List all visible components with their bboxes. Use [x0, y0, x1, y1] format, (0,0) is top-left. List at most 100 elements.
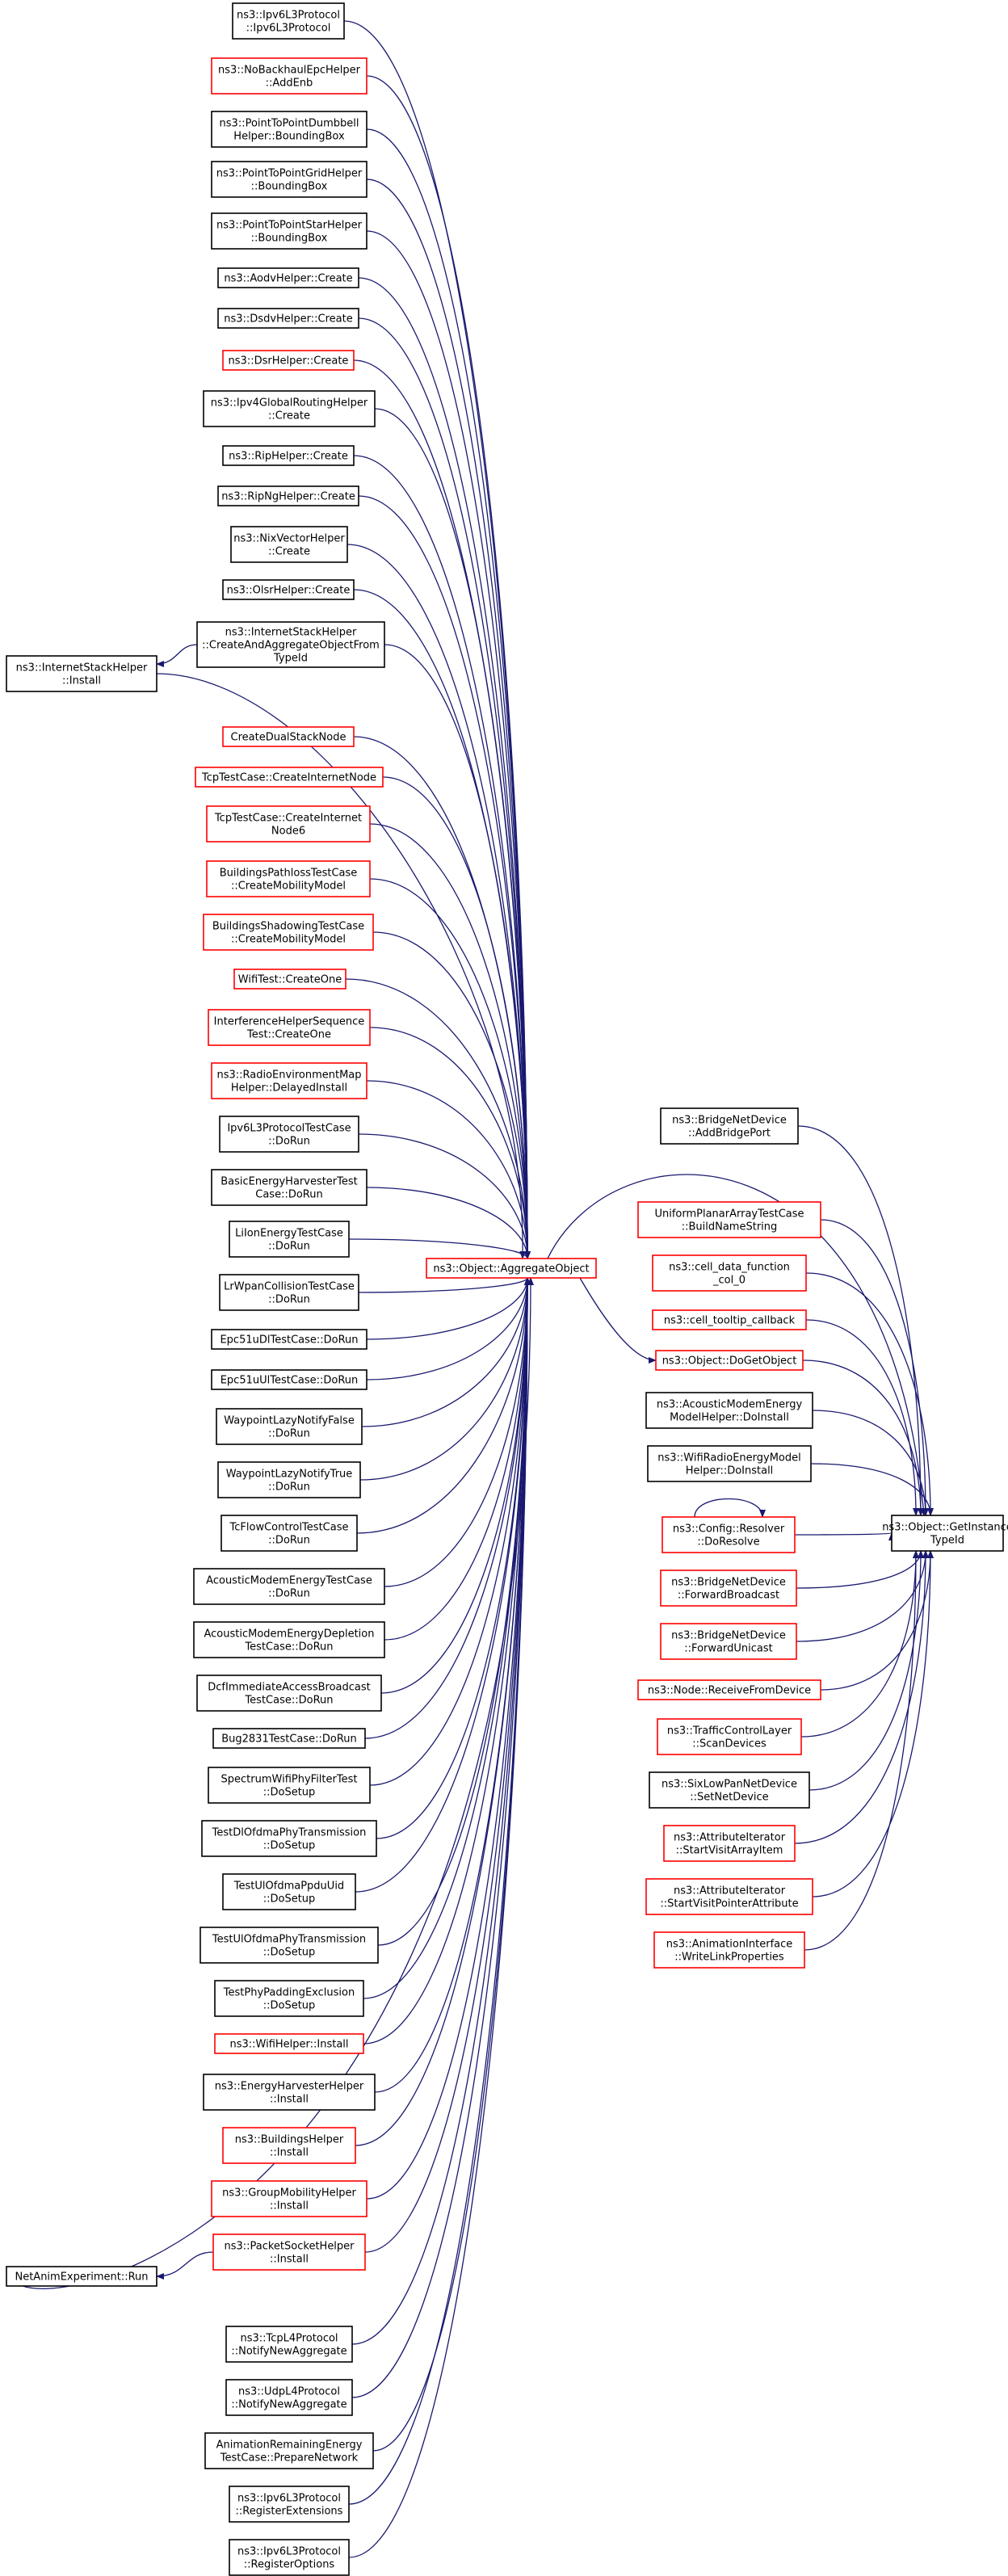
graph-node-n27[interactable]: Epc51uDlTestCase::DoRun	[211, 1329, 368, 1350]
graph-node-n5[interactable]: ns3::PointToPointStarHelper::BoundingBox	[211, 212, 368, 250]
graph-node-n13[interactable]: ns3::OlsrHelper::Create	[222, 579, 355, 600]
graph-node-n25[interactable]: LiIonEnergyTestCase::DoRun	[229, 1221, 350, 1258]
graph-node-n36[interactable]: SpectrumWifiPhyFilterTest::DoSetup	[208, 1767, 371, 1804]
edge-to-aggregate	[351, 1277, 531, 2398]
node-label: ::ScanDevices	[692, 1738, 766, 1750]
node-label: ns3::UdpL4Protocol	[238, 2386, 340, 2398]
node-label: TestCase::DoRun	[244, 1695, 333, 1707]
graph-node-n26[interactable]: LrWpanCollisionTestCase::DoRun	[219, 1274, 359, 1311]
graph-node-n2[interactable]: ns3::NoBackhaulEpcHelper::AddEnb	[211, 57, 368, 95]
graph-node-r7[interactable]: ns3::WifiRadioEnergyModelHelper::DoInsta…	[647, 1445, 812, 1482]
graph-node-n3[interactable]: ns3::PointToPointDumbbellHelper::Boundin…	[211, 111, 368, 148]
node-label: ::Create	[268, 546, 310, 558]
node-label: ns3::WifiHelper::Install	[229, 2039, 348, 2051]
graph-node-r10[interactable]: ns3::BridgeNetDevice::ForwardUnicast	[660, 1623, 797, 1660]
node-box	[203, 914, 374, 951]
graph-node-n39[interactable]: TestUlOfdmaPhyTransmission::DoSetup	[200, 1927, 379, 1964]
graph-node-n49[interactable]: ns3::Ipv6L3Protocol::RegisterExtensions	[229, 2486, 350, 2523]
graph-node-n21[interactable]: InterferenceHelperSequenceTest::CreateOn…	[208, 1009, 371, 1046]
graph-node-n32[interactable]: AcousticModemEnergyTestCase::DoRun	[193, 1568, 385, 1605]
graph-node-r2[interactable]: UniformPlanarArrayTestCase::BuildNameStr…	[637, 1201, 821, 1238]
node-label: ns3::Ipv6L3Protocol	[237, 2493, 341, 2505]
graph-node-n23[interactable]: Ipv6L3ProtocolTestCase::DoRun	[219, 1116, 359, 1153]
node-label: ::ForwardUnicast	[684, 1643, 772, 1655]
graph-node-n31[interactable]: TcFlowControlTestCase::DoRun	[220, 1515, 358, 1552]
graph-node-n48[interactable]: AnimationRemainingEnergyTestCase::Prepar…	[204, 2432, 374, 2469]
node-box	[203, 2074, 376, 2111]
graph-node-n18[interactable]: BuildingsPathlossTestCase::CreateMobilit…	[206, 860, 371, 897]
graph-node-n50[interactable]: ns3::Ipv6L3Protocol::RegisterOptions	[229, 2539, 350, 2576]
graph-node-r14[interactable]: ns3::AttributeIterator::StartVisitArrayI…	[663, 1825, 796, 1862]
graph-node-n35[interactable]: Bug2831TestCase::DoRun	[212, 1728, 366, 1749]
node-label: ns3::AnimationInterface	[666, 1939, 793, 1951]
graph-node-n19[interactable]: BuildingsShadowingTestCase::CreateMobili…	[203, 914, 374, 951]
node-box	[208, 1009, 371, 1046]
graph-node-n33[interactable]: AcousticModemEnergyDepletionTestCase::Do…	[193, 1621, 385, 1658]
graph-node-n16[interactable]: TcpTestCase::CreateInternetNode	[195, 767, 384, 788]
graph-node-n34[interactable]: DcfImmediateAccessBroadcastTestCase::DoR…	[196, 1675, 382, 1712]
graph-node-n22[interactable]: ns3::RadioEnvironmentMapHelper::DelayedI…	[211, 1062, 368, 1099]
graph-node-agg[interactable]: ns3::Object::AggregateObject	[426, 1258, 597, 1279]
graph-node-n9[interactable]: ns3::Ipv4GlobalRoutingHelper::Create	[203, 390, 376, 427]
graph-node-n20[interactable]: WifiTest::CreateOne	[233, 969, 346, 990]
node-label: ::StartVisitArrayItem	[676, 1845, 783, 1857]
graph-node-n15[interactable]: CreateDualStackNode	[222, 726, 355, 747]
node-label: ::Install	[270, 2147, 309, 2159]
node-label: TypeId	[273, 653, 308, 665]
node-box	[222, 579, 355, 600]
graph-node-n14[interactable]: ns3::InternetStackHelper::CreateAndAggre…	[196, 621, 385, 668]
graph-node-r11[interactable]: ns3::Node::ReceiveFromDevice	[637, 1679, 821, 1700]
graph-node-r9[interactable]: ns3::BridgeNetDevice::ForwardBroadcast	[660, 1570, 797, 1607]
graph-node-r16[interactable]: ns3::AnimationInterface::WriteLinkProper…	[653, 1931, 805, 1969]
graph-node-r12[interactable]: ns3::TrafficControlLayer::ScanDevices	[657, 1718, 802, 1755]
node-box	[208, 1767, 371, 1804]
node-label: ::DoRun	[268, 1535, 310, 1547]
graph-node-n7[interactable]: ns3::DsdvHelper::Create	[217, 308, 359, 329]
graph-node-isi[interactable]: ns3::InternetStackHelper::Install	[6, 655, 158, 692]
node-box	[232, 2, 345, 40]
node-box	[212, 2234, 366, 2271]
node-label: ns3::RipNgHelper::Create	[221, 491, 355, 503]
node-label: AcousticModemEnergyDepletion	[204, 1628, 374, 1641]
node-label: ns3::Ipv4GlobalRoutingHelper	[211, 397, 368, 410]
graph-node-nar[interactable]: NetAnimExperiment::Run	[6, 2266, 158, 2287]
node-label: ::DoSetup	[263, 1787, 316, 1799]
edge-to-aggregate	[384, 1277, 531, 1641]
graph-node-r8[interactable]: ns3::Config::Resolver::DoResolve	[662, 1516, 796, 1553]
node-box	[195, 767, 384, 788]
graph-node-n30[interactable]: WaypointLazyNotifyTrue::DoRun	[217, 1461, 361, 1498]
graph-node-r5[interactable]: ns3::Object::DoGetObject	[655, 1350, 804, 1371]
graph-node-r1[interactable]: ns3::BridgeNetDevice::AddBridgePort	[660, 1107, 799, 1145]
graph-node-n8[interactable]: ns3::DsrHelper::Create	[222, 350, 355, 371]
graph-node-n46[interactable]: ns3::TcpL4Protocol::NotifyNewAggregate	[225, 2326, 353, 2363]
graph-node-n28[interactable]: Epc51uUlTestCase::DoRun	[211, 1369, 368, 1390]
graph-node-n40[interactable]: TestPhyPaddingExclusion::DoSetup	[214, 1980, 364, 2017]
graph-node-n12[interactable]: ns3::NixVectorHelper::Create	[230, 526, 348, 563]
node-label: ::DoSetup	[263, 2000, 316, 2012]
graph-node-n1[interactable]: ns3::Ipv6L3Protocol::Ipv6L3Protocol	[232, 2, 345, 40]
graph-node-n4[interactable]: ns3::PointToPointGridHelper::BoundingBox	[211, 161, 368, 198]
graph-node-n6[interactable]: ns3::AodvHelper::Create	[217, 267, 359, 288]
node-label: TestUlOfdmaPpduUid	[233, 1881, 344, 1893]
node-box	[229, 2539, 350, 2576]
edge-to-aggregate	[348, 1238, 531, 1259]
graph-node-r6[interactable]: ns3::AcousticModemEnergyModelHelper::DoI…	[645, 1392, 813, 1429]
graph-node-n44[interactable]: ns3::GroupMobilityHelper::Install	[211, 2180, 368, 2217]
graph-node-n37[interactable]: TestDlOfdmaPhyTransmission::DoSetup	[201, 1820, 377, 1857]
graph-node-n47[interactable]: ns3::UdpL4Protocol::NotifyNewAggregate	[225, 2379, 353, 2416]
graph-node-n11[interactable]: ns3::RipNgHelper::Create	[217, 485, 359, 506]
graph-node-n43[interactable]: ns3::BuildingsHelper::Install	[222, 2127, 356, 2164]
graph-node-n45[interactable]: ns3::PacketSocketHelper::Install	[212, 2234, 366, 2271]
graph-node-n10[interactable]: ns3::RipHelper::Create	[222, 445, 355, 466]
graph-node-r4[interactable]: ns3::cell_tooltip_callback	[652, 1309, 807, 1330]
graph-node-r3[interactable]: ns3::cell_data_function_col_0	[652, 1254, 807, 1292]
graph-node-n38[interactable]: TestUlOfdmaPpduUid::DoSetup	[222, 1873, 356, 1910]
graph-node-n42[interactable]: ns3::EnergyHarvesterHelper::Install	[203, 2074, 376, 2111]
graph-node-n29[interactable]: WaypointLazyNotifyFalse::DoRun	[216, 1408, 363, 1445]
graph-node-n41[interactable]: ns3::WifiHelper::Install	[214, 2033, 364, 2054]
graph-node-r15[interactable]: ns3::AttributeIterator::StartVisitPointe…	[645, 1878, 813, 1915]
graph-node-r13[interactable]: ns3::SixLowPanNetDevice::SetNetDevice	[649, 1771, 810, 1809]
